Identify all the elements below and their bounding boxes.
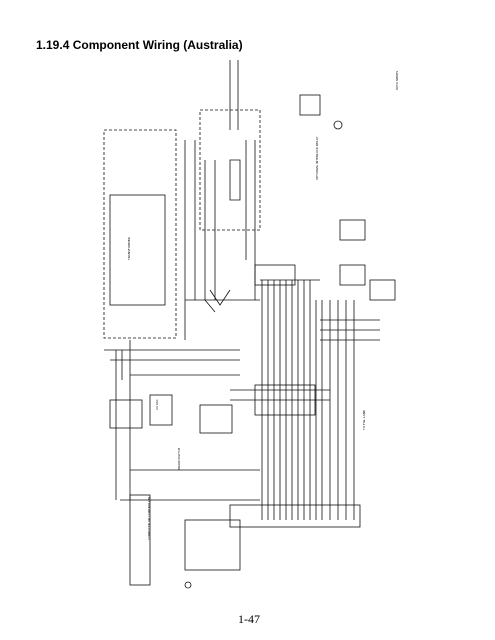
terminal-block-middle xyxy=(254,384,316,416)
fill-lane-label: TO FILL LANE xyxy=(362,410,366,431)
contactor-right xyxy=(199,404,233,434)
control-box-enclosure xyxy=(103,129,177,339)
page-number: 1-47 xyxy=(238,612,260,626)
relay-board xyxy=(184,519,241,571)
controller-label: COMPUTER OR CONTROLLER xyxy=(147,496,151,540)
drain-switch-label: DRAIN SWITCH xyxy=(177,448,181,470)
component-mid-right xyxy=(339,219,366,241)
transformer-label: TRANSFORMER xyxy=(127,237,131,261)
controller-box xyxy=(129,494,151,586)
component-upper-right xyxy=(299,94,321,116)
terminal-ground xyxy=(333,120,343,130)
terminal-block-upper xyxy=(254,264,296,286)
interlock-label: OPTIONAL INTERLOCK RELAY xyxy=(315,136,319,180)
transformer-box xyxy=(109,194,166,306)
twentyfour-vac-label: 24 VAC xyxy=(155,399,159,410)
component-mid-right-2 xyxy=(339,264,366,286)
transformer-24vac xyxy=(149,394,173,426)
component-right-3 xyxy=(369,279,396,301)
drawing-code: 8050 SERIES xyxy=(395,71,399,90)
page-title: 1.19.4 Component Wiring (Australia) xyxy=(36,38,243,52)
contactor-left xyxy=(109,399,143,429)
terminal-block-lower xyxy=(229,504,361,528)
